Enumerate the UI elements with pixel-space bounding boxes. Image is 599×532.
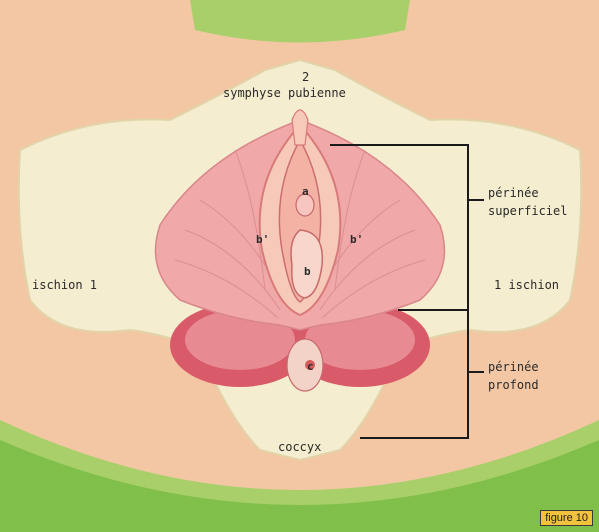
perinee-superficiel-label-line2: superficiel [488,204,567,218]
coccyx-label: coccyx [278,440,321,454]
label-b: b [304,265,311,279]
symphysis-label: symphyse pubienne [223,86,346,100]
perinee-profond-label-line2: profond [488,378,539,392]
perinee-profond-label-line1: périnée [488,360,539,374]
symphysis-number-label: 2 [302,70,309,84]
clitoris [292,110,308,145]
label-b-prime-left: b' [256,233,269,247]
perinee-superficiel-label-line1: périnée [488,186,539,200]
ischion-left-label: ischion 1 [32,278,97,292]
figure-tag: figure 10 [540,510,593,526]
label-a: a [302,185,309,199]
label-c: c [307,360,314,374]
ischion-right-label: 1 ischion [494,278,559,292]
label-b-prime-right: b' [350,233,363,247]
